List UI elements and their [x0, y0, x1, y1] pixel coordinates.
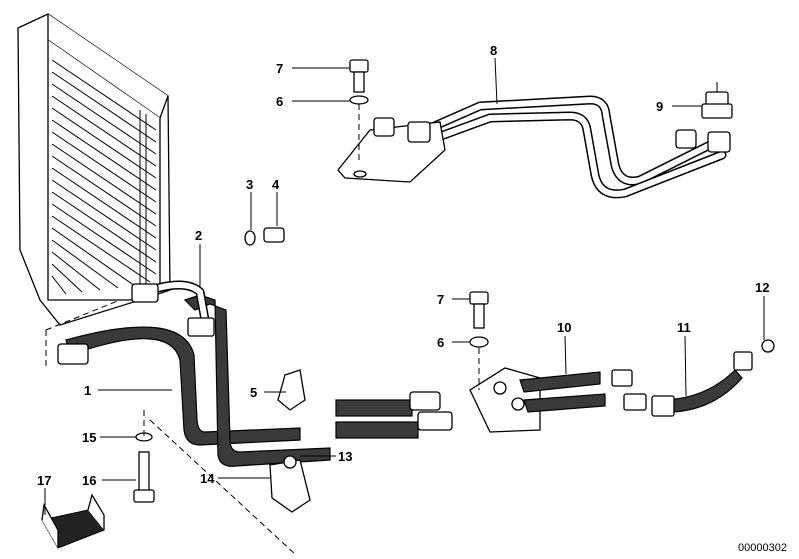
bolt-7-upper — [349, 59, 369, 160]
label-part-11: 11 — [677, 320, 691, 335]
hose-1-and-pipe-2 — [45, 280, 453, 467]
pipe-assembly-8 — [337, 95, 731, 199]
label-part-1: 1 — [84, 383, 91, 398]
label-part-12: 12 — [755, 280, 769, 295]
clip-17 — [41, 493, 105, 549]
label-part-7-lower: 7 — [437, 292, 444, 307]
label-part-10: 10 — [557, 320, 571, 335]
clamp-14 — [269, 455, 311, 513]
label-part-7-upper: 7 — [276, 61, 283, 76]
label-part-14: 14 — [200, 471, 215, 486]
washer-3-screw-4 — [244, 227, 285, 246]
cooler-fins — [51, 59, 157, 295]
bolt-7-lower — [469, 291, 489, 390]
label-part-3: 3 — [246, 177, 253, 192]
bolt-16-washer-15 — [133, 410, 297, 556]
label-part-17: 17 — [37, 473, 51, 488]
label-part-16: 16 — [82, 473, 96, 488]
union-fitting-9 — [701, 82, 733, 119]
label-part-2: 2 — [195, 228, 202, 243]
label-part-8: 8 — [490, 43, 497, 58]
label-part-13: 13 — [338, 449, 352, 464]
label-part-5: 5 — [250, 385, 257, 400]
document-number: 00000302 — [738, 542, 787, 554]
label-part-6-upper: 6 — [276, 94, 283, 109]
leader-lines — [44, 57, 765, 515]
label-part-4: 4 — [272, 177, 280, 192]
label-part-15: 15 — [82, 430, 96, 445]
part-labels: 1 2 3 4 5 6 6 7 7 8 9 10 11 12 13 14 15 … — [37, 43, 769, 488]
bracket-and-hoses-10-11 — [469, 339, 775, 433]
label-part-6-lower: 6 — [437, 335, 444, 350]
label-part-9: 9 — [656, 99, 663, 114]
oil-cooler — [17, 13, 171, 326]
clamp-5 — [277, 369, 306, 411]
